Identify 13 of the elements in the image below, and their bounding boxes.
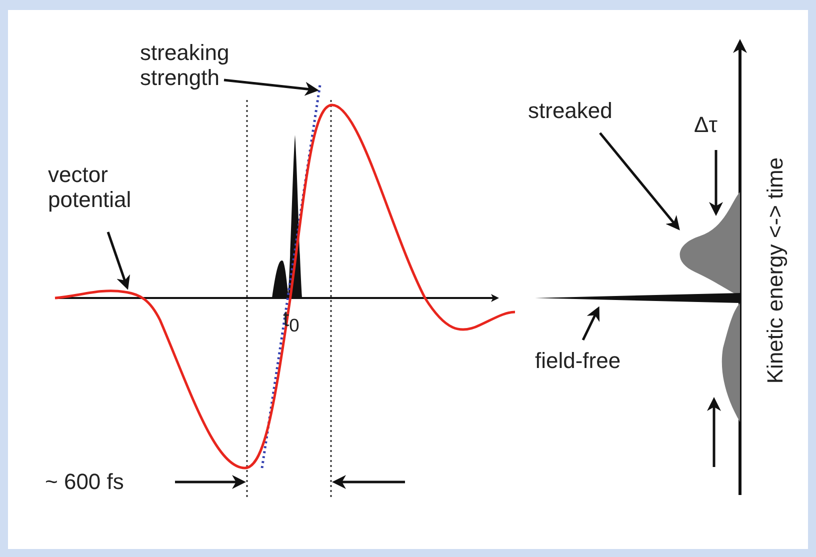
delay-label: Δτ	[694, 112, 718, 137]
leader-arrow	[224, 78, 319, 96]
leader-arrow	[106, 232, 130, 290]
leader-arrow	[582, 306, 600, 341]
annotation-text: field-free	[535, 348, 655, 373]
time-label: t$_{0}$	[283, 306, 300, 338]
duration-label: ~ 600 fs	[45, 469, 124, 494]
leader-arrow	[599, 132, 680, 230]
axis-title: Kinetic energy <-> time	[762, 156, 788, 384]
annotation-text: streaking strength	[140, 40, 264, 90]
annotation-text: vector potential	[48, 162, 178, 212]
streaked-peak	[680, 192, 740, 296]
annotation-text: streaked	[528, 98, 638, 123]
